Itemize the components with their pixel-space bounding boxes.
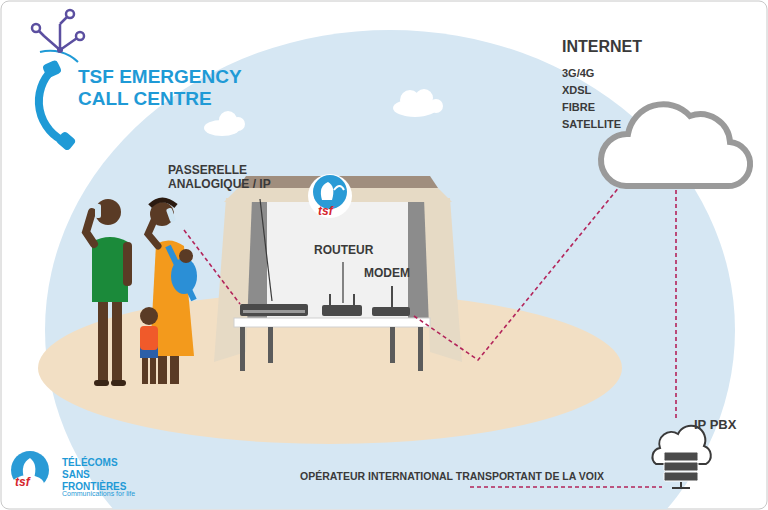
server-stand xyxy=(672,487,690,489)
devices xyxy=(240,286,410,316)
small-clouds-part xyxy=(429,99,443,113)
table-part xyxy=(234,318,430,327)
people-part xyxy=(98,296,108,382)
people-part xyxy=(94,380,109,386)
people-part xyxy=(140,307,158,325)
gateway-device: PASSERELLE ANALOGIQUE / IP xyxy=(168,163,282,197)
small-clouds-part xyxy=(231,117,245,131)
devices-part xyxy=(322,305,362,316)
background-part xyxy=(38,292,622,444)
server-unit xyxy=(664,462,698,471)
devices-part xyxy=(329,294,331,305)
tent-part xyxy=(238,198,438,326)
tent-part xyxy=(214,198,252,362)
people-part xyxy=(95,199,121,225)
people xyxy=(86,199,197,386)
node-label: INTERNET xyxy=(562,38,642,56)
leader-lines-part xyxy=(342,262,343,303)
devices-part xyxy=(240,304,308,316)
server-unit xyxy=(664,452,698,461)
people-part xyxy=(111,380,126,386)
title-logo-part xyxy=(39,70,66,142)
people-part xyxy=(166,207,176,222)
title-logo xyxy=(32,10,84,152)
bottom-logo xyxy=(11,451,49,493)
cloud-outline xyxy=(601,104,750,186)
devices-part xyxy=(372,307,410,316)
people-part xyxy=(179,249,193,263)
title-logo-part xyxy=(57,47,63,53)
dashed-link xyxy=(414,186,620,360)
node-label: PASSERELLE ANALOGIQUE / IP xyxy=(168,163,280,191)
people-part xyxy=(92,237,128,302)
leader-lines-part xyxy=(260,199,272,301)
table xyxy=(234,318,430,371)
people-part xyxy=(150,200,176,206)
title-logo-part xyxy=(42,59,62,78)
small-clouds xyxy=(204,89,443,136)
node-label: XDSL xyxy=(562,83,591,97)
people-part xyxy=(86,212,94,244)
dashed-link xyxy=(675,190,677,418)
operator-line xyxy=(470,486,662,488)
bottom-logo-part xyxy=(12,475,44,493)
node-label: IP PBX xyxy=(694,418,736,432)
title-logo-part-part xyxy=(36,14,80,50)
table-part xyxy=(240,327,245,371)
tagline: Communications for life xyxy=(62,489,135,498)
devices-part xyxy=(391,286,393,307)
people-part xyxy=(171,258,197,294)
node-label: FIBRE xyxy=(562,100,595,114)
tent-part xyxy=(308,174,352,218)
ip-pbx-server: IP PBX xyxy=(648,418,736,494)
tent-part xyxy=(321,182,333,200)
title-logo-part xyxy=(32,10,84,40)
table-part xyxy=(390,327,395,363)
operator-label: OPÉRATEUR INTERNATIONAL TRANSPORTANT DE … xyxy=(300,469,604,483)
people-part xyxy=(123,242,132,286)
node-label: MODEM xyxy=(364,266,410,280)
logo-text: tsf xyxy=(15,475,30,489)
title-text: TSF EMERGENCY CALL CENTRE xyxy=(78,66,250,110)
title-logo-part xyxy=(55,130,76,151)
people-part xyxy=(95,204,101,218)
title-logo-part xyxy=(36,14,80,50)
people-part xyxy=(112,296,122,382)
organisation-name: TÉLÉCOMS SANS FRONTIÈRES xyxy=(62,457,146,493)
server-unit xyxy=(664,472,698,481)
node-label: SATELLITE xyxy=(562,117,621,131)
node-label: ROUTEUR xyxy=(314,243,373,257)
router-device: ROUTEUR xyxy=(314,243,376,319)
devices-part xyxy=(353,294,355,305)
background xyxy=(38,30,735,509)
internet-cloud: INTERNET3G/4GXDSLFIBRESATELLITE xyxy=(606,86,748,190)
cloud-shape xyxy=(606,86,748,190)
tent xyxy=(214,174,462,362)
table-part xyxy=(268,327,273,363)
logo-text: tsf xyxy=(318,204,333,218)
title-logo-part-part xyxy=(32,24,40,32)
modem-device: MODEM xyxy=(364,266,414,320)
operator-line-part xyxy=(470,486,662,488)
tent-part xyxy=(334,186,344,190)
node-label: 3G/4G xyxy=(562,66,594,80)
tent-part xyxy=(424,198,462,362)
title-logo-part-part xyxy=(66,10,74,18)
table-part xyxy=(418,327,423,371)
title-logo-part-part xyxy=(76,32,84,40)
devices-part xyxy=(243,310,305,313)
people-part xyxy=(140,326,158,350)
tent-part xyxy=(313,175,347,209)
